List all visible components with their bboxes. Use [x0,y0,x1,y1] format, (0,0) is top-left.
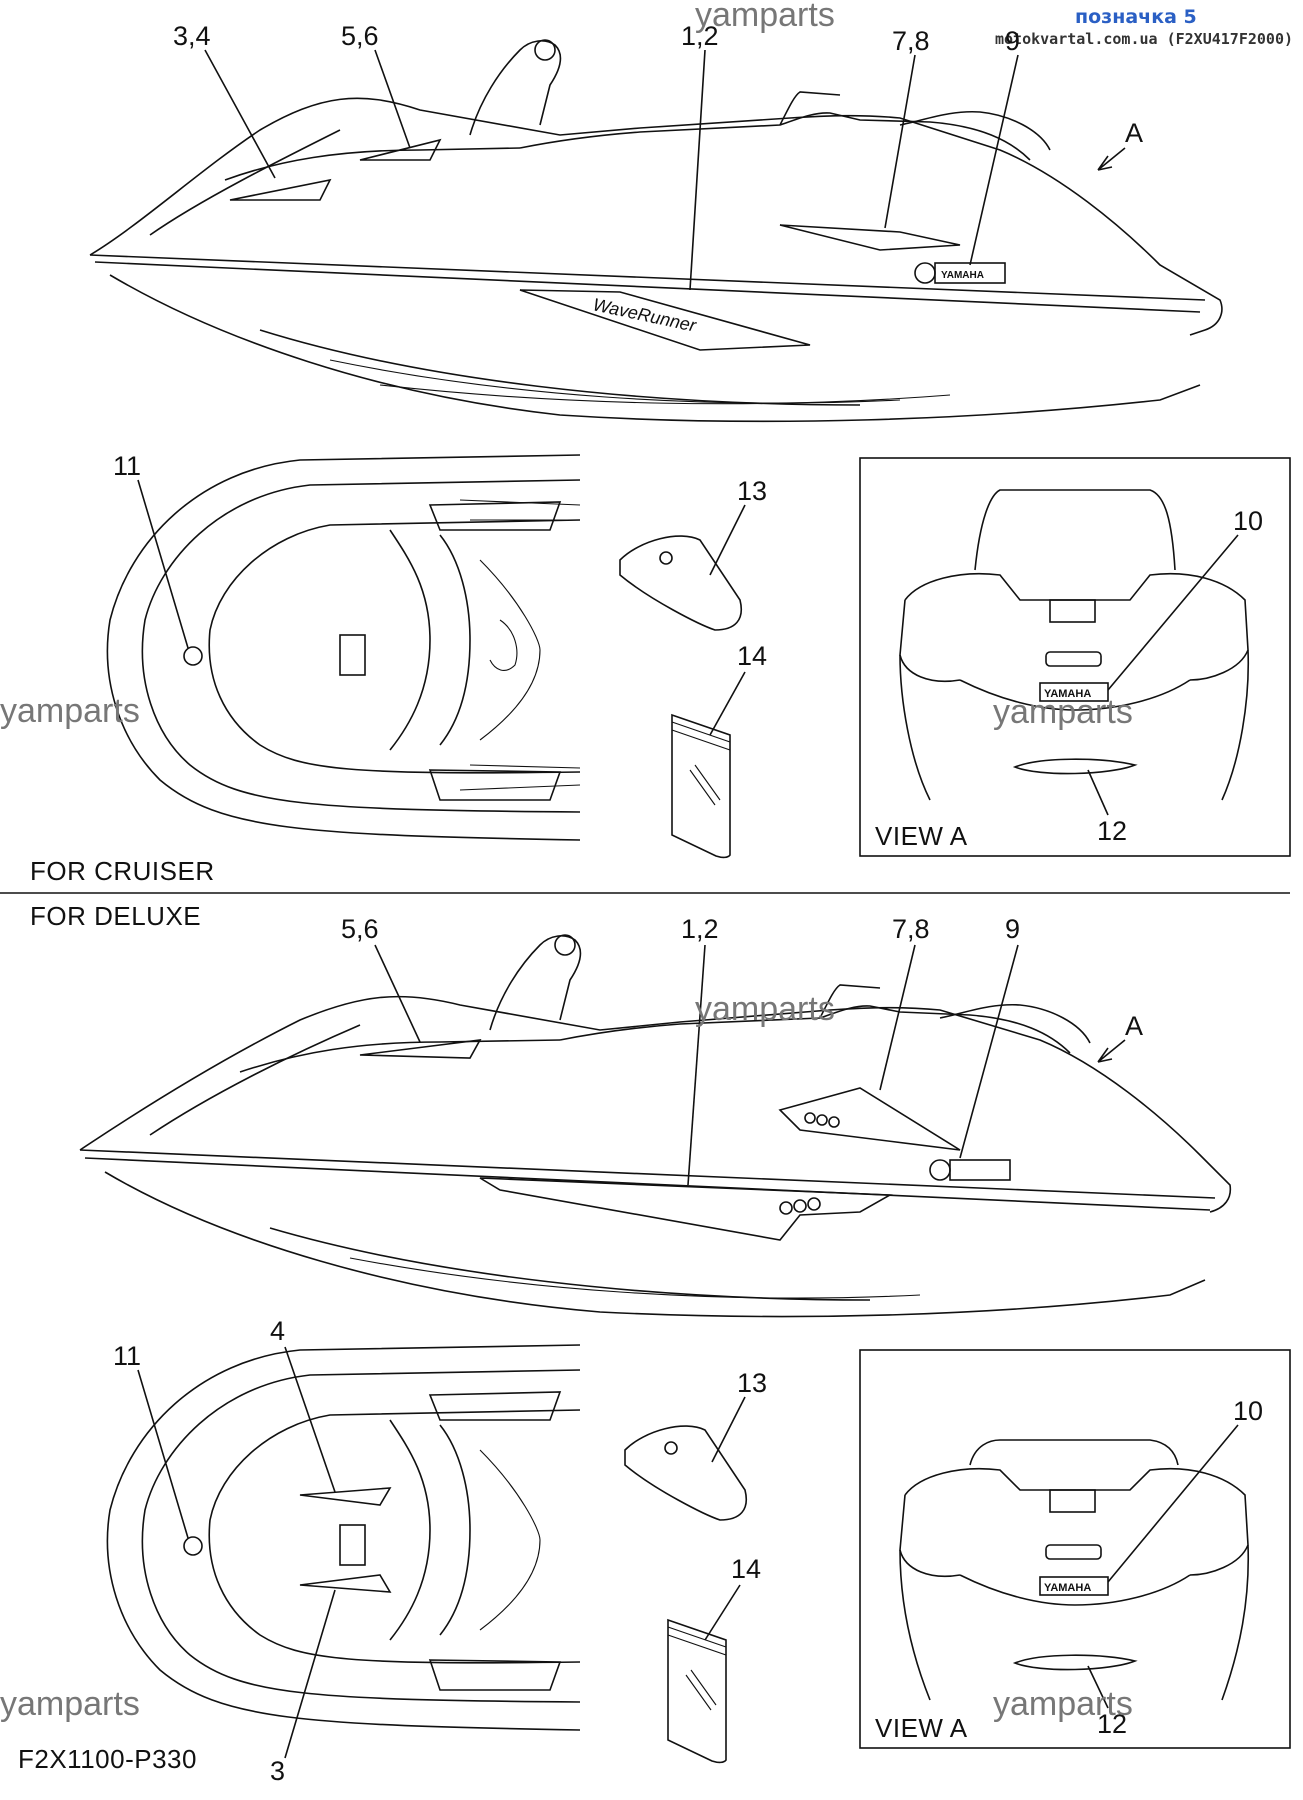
callout-10-cruiser: 10 [1233,506,1263,536]
watermark-left-deluxe: yamparts [0,1685,140,1723]
view-a-yamaha-badge-cruiser: YAMAHA [1044,688,1091,700]
part-13-cruiser [619,535,742,631]
header-title: позначка 5 [1075,6,1197,28]
view-a-label-cruiser: VIEW A [875,821,968,851]
callout-14-cruiser: 14 [737,641,767,671]
callout-5-6-deluxe: 5,6 [341,914,379,944]
wave-runner-graphic-label: WaveRunner [591,294,699,336]
callout-12-deluxe: 12 [1097,1709,1127,1739]
view-a-cruiser-rear: YAMAHA [899,489,1250,801]
callout-7-8-deluxe: 7,8 [892,914,930,944]
callout-14-deluxe: 14 [731,1554,761,1584]
view-a-box-deluxe [859,1349,1291,1749]
callout-3-4: 3,4 [173,21,211,51]
deluxe-plan-view [106,1344,581,1731]
callout-3-deluxe: 3 [270,1756,285,1786]
callout-9-deluxe: 9 [1005,914,1020,944]
watermark-view-a-deluxe: yamparts [993,1685,1133,1723]
header-source: motokvartal.com.ua (F2XU417F2000) [995,30,1293,48]
cruiser-plan-view [106,454,581,841]
view-a-arrow-label-deluxe: A [1125,1011,1143,1041]
section-label-deluxe: FOR DELUXE [30,901,201,931]
callout-4-deluxe: 4 [270,1316,285,1346]
part-13-deluxe [624,1425,747,1521]
watermark-left-cruiser: yamparts [0,692,140,730]
callout-11-deluxe: 11 [113,1341,141,1371]
view-a-deluxe-rear: YAMAHA [899,1439,1250,1701]
section-label-cruiser: FOR CRUISER [30,856,215,886]
deluxe-side-view [79,934,1232,1318]
callout-12-cruiser: 12 [1097,816,1127,846]
callout-1-2-deluxe: 1,2 [681,914,719,944]
part-14-deluxe [667,1618,727,1764]
callout-5-6: 5,6 [341,21,379,51]
view-a-arrow-label: A [1125,118,1143,148]
view-a-box-cruiser [859,457,1291,857]
cruiser-side-view: WaveRunner YAMAHA [89,39,1223,423]
callout-13-cruiser: 13 [737,476,767,506]
drawing-code: F2X1100-P330 [18,1744,197,1774]
callout-1-2: 1,2 [681,21,719,51]
callout-13-deluxe: 13 [737,1368,767,1398]
watermark-view-a-cruiser: yamparts [993,693,1133,731]
callout-10-deluxe: 10 [1233,1396,1263,1426]
view-a-label-deluxe: VIEW A [875,1713,968,1743]
callout-7-8: 7,8 [892,26,930,56]
watermark-top: yamparts [695,0,835,34]
callout-9: 9 [1005,26,1020,56]
yamaha-badge-label: YAMAHA [941,270,984,281]
view-a-yamaha-badge-deluxe: YAMAHA [1044,1582,1091,1594]
watermark-deluxe-side: yamparts [695,990,835,1028]
callout-11-cruiser: 11 [113,451,141,481]
part-14-cruiser [671,713,731,859]
